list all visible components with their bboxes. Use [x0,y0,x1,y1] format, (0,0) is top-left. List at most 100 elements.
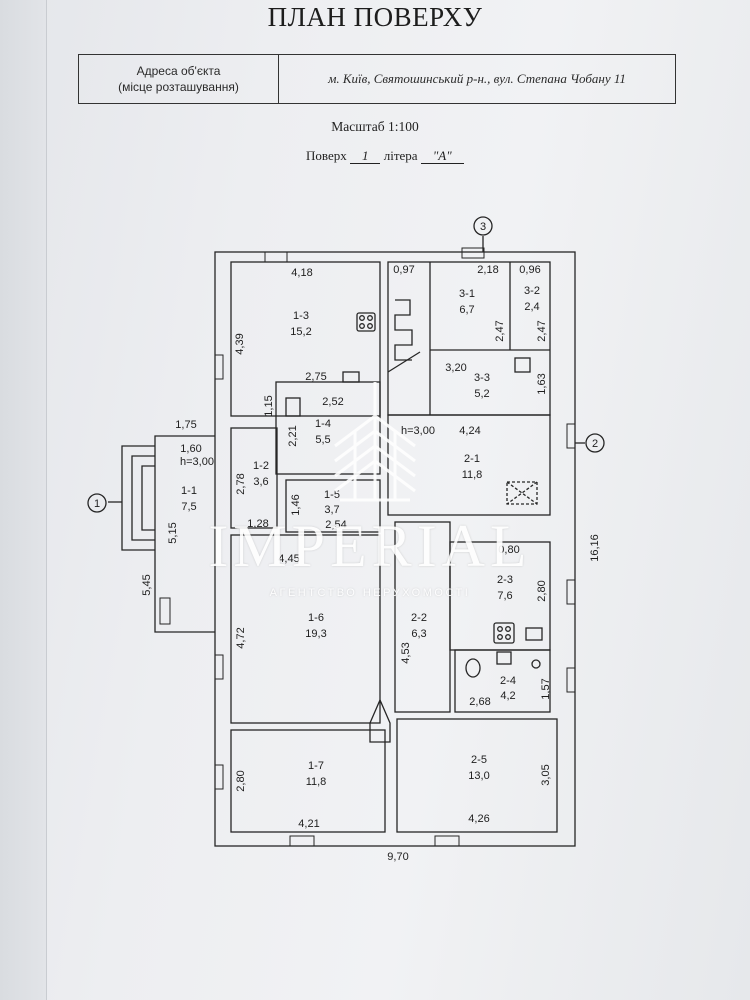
dimension-label: 5,15 [167,522,179,543]
dimension-label: 4,45 [278,553,299,565]
address-label-cell: Адреса об'єкта (місце розташування) [79,55,279,103]
shower-icon [531,659,541,669]
room-1-3-outline [230,261,381,417]
room-id: 1-2 [253,460,269,472]
dimension-label: 2,54 [325,519,346,531]
room-id: 1-4 [315,418,331,430]
window [461,247,485,259]
address-label: Адреса об'єкта [136,64,221,78]
burner-icon [497,634,503,640]
light-fixture-icon [506,481,538,505]
room-1-2-outline [230,427,278,529]
dimension-label: 4,26 [468,813,489,825]
window [159,597,171,625]
watermark-name: IMPERIAL [208,513,532,579]
dimension-label: 3,05 [540,764,552,785]
burner-icon [359,315,365,321]
window [566,667,576,693]
dimension-label: 2,80 [235,770,247,791]
dimension-label: 16,16 [589,534,601,562]
room-1-6-outline [230,534,381,724]
dimension-label: 4,18 [291,267,312,279]
floor-prefix: Поверх [306,148,347,163]
axis-3-marker [473,216,493,236]
room-area: 11,8 [462,469,483,481]
sink-fixture [525,627,543,641]
dimension-label: 2,68 [469,696,490,708]
page-title: ПЛАН ПОВЕРХУ [267,2,483,32]
toilet-fixture [465,658,481,678]
room-area: 5,5 [315,434,330,446]
burner-icon [497,626,503,632]
burner-icon [367,323,373,329]
dimension-label: 2,75 [305,371,326,383]
room-area: 5,2 [474,388,489,400]
dimension-label: 1,63 [536,373,548,394]
dimension-label: 2,78 [235,473,247,494]
boiler-fixture [514,357,531,373]
window [214,654,224,680]
dimension-label: 2,80 [536,580,548,601]
window [289,835,315,847]
dimension-label: 4,24 [459,425,480,437]
window [566,423,576,449]
dimension-label: 2,21 [287,425,299,446]
room-id: 3-1 [459,288,475,300]
light-fixture-icon [506,481,538,505]
floor-number: 1 [349,148,381,164]
address-label-note: (місце розташування) [118,80,239,94]
dimension-label: 0,80 [498,544,519,556]
window [566,579,576,605]
dimension-label: 1,75 [175,419,196,431]
watermark-logo [334,382,416,502]
room-2-1-outline [387,414,551,516]
dimension-label: h=3,00 [401,425,435,437]
dimension-label: 4,39 [234,333,246,354]
staircase [394,299,413,361]
chimney [369,698,391,743]
dimension-label: 2,52 [322,396,343,408]
dimension-label: 4,72 [235,627,247,648]
address-value: м. Київ, Святошинський р-н., вул. Степан… [328,71,626,86]
letter-prefix: літера [383,148,418,163]
room-id: 2-4 [500,675,516,687]
dimension-label: 9,70 [387,851,408,863]
watermark-subtitle: АГЕНТСТВО НЕРУХОМОСТІ [269,587,471,599]
room-1-7-outline [230,729,386,833]
room-area: 3,6 [253,476,268,488]
window [264,251,288,263]
light-fixture-icon [506,481,538,505]
dimension-label: 2,47 [494,320,506,341]
dimension-label: 1,28 [247,518,268,530]
dimension-label: 1,46 [290,494,302,515]
porch-inner [131,455,155,541]
room-area: 11,8 [306,776,327,788]
room-id: 1-3 [293,310,309,322]
room-id: 1-1 [181,485,197,497]
window [214,764,224,790]
sink-fixture [342,371,360,383]
dimension-label: 0,97 [393,264,414,276]
room-area: 2,4 [524,301,539,313]
axis-label: 3 [480,221,486,233]
dimension-label: 3,20 [445,362,466,374]
burner-icon [359,323,365,329]
stove-fixture [493,622,515,644]
dimension-label: 1,15 [263,395,275,416]
room-id: 1-7 [308,760,324,772]
room-id: 1-6 [308,612,324,624]
dimension-label: 2,18 [477,264,498,276]
room-1-5-outline [285,479,381,533]
dimension-label: 1,57 [540,678,552,699]
room-id: 2-2 [411,612,427,624]
room-area: 13,0 [468,770,489,782]
room-2-5-outline [396,718,558,833]
porch-step [141,465,155,531]
burner-icon [367,315,373,321]
letter-value: "А" [420,148,464,164]
room-area: 15,2 [290,326,311,338]
axis-2-marker [585,433,605,453]
room-area: 6,7 [459,304,474,316]
scale-label: Масштаб 1:100 [331,119,419,134]
